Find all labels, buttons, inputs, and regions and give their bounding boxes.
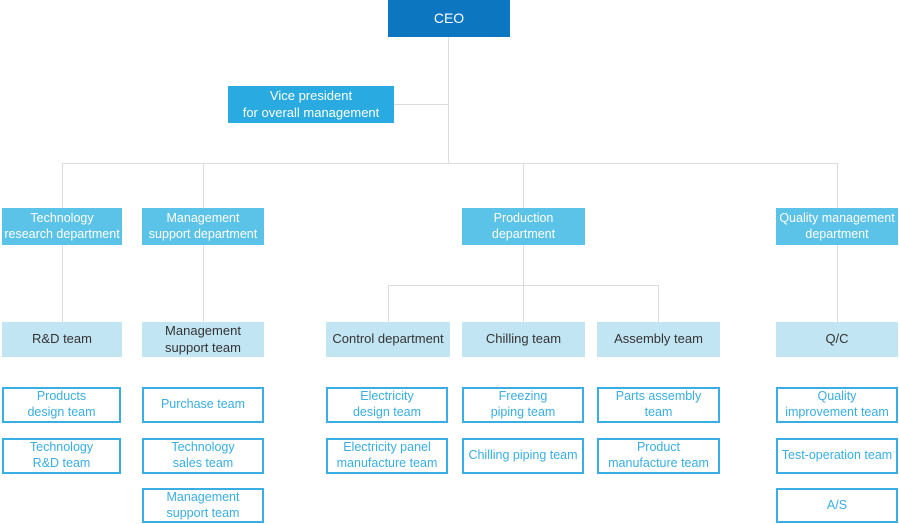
sub-product-manufacture-label: Product manufacture team bbox=[608, 440, 709, 470]
node-sub-electricity-design: Electricity design team bbox=[326, 387, 448, 423]
sub-as-label: A/S bbox=[826, 497, 848, 512]
node-team-qc: Q/C bbox=[776, 322, 898, 357]
sub-products-design-label: Products design team bbox=[27, 389, 96, 419]
node-sub-freezing-piping: Freezing piping team bbox=[462, 387, 584, 423]
node-sub-chilling-piping: Chilling piping team bbox=[462, 438, 584, 474]
node-team-assembly: Assembly team bbox=[597, 322, 720, 357]
sub-quality-improvement-label: Quality improvement team bbox=[785, 389, 889, 419]
team-control-department-label: Control department bbox=[332, 331, 444, 347]
sub-test-operation-label: Test-operation team bbox=[781, 448, 893, 463]
node-dept-management-support: Management support department bbox=[142, 208, 264, 245]
connector-assembly-stub bbox=[658, 285, 659, 322]
node-sub-test-operation: Test-operation team bbox=[776, 438, 898, 474]
connector-main-horizontal bbox=[62, 163, 837, 164]
node-dept-technology-research: Technology research department bbox=[2, 208, 122, 245]
vice-president-label: Vice president for overall management bbox=[242, 88, 380, 120]
connector-dept4-down bbox=[837, 245, 838, 322]
node-dept-quality-management: Quality management department bbox=[776, 208, 898, 245]
node-dept-production: Production department bbox=[462, 208, 585, 245]
node-sub-technology-rd: Technology R&D team bbox=[2, 438, 121, 474]
dept-management-support-label: Management support department bbox=[148, 210, 258, 241]
sub-freezing-piping-label: Freezing piping team bbox=[490, 389, 556, 419]
connector-dept1-down bbox=[62, 245, 63, 322]
node-sub-electricity-panel: Electricity panel manufacture team bbox=[326, 438, 448, 474]
node-sub-quality-improvement: Quality improvement team bbox=[776, 387, 898, 423]
team-chilling-label: Chilling team bbox=[485, 331, 562, 347]
connector-ceo-vertical bbox=[448, 37, 449, 163]
node-sub-as: A/S bbox=[776, 488, 898, 523]
team-management-support-label: Management support team bbox=[165, 323, 241, 355]
node-team-chilling: Chilling team bbox=[462, 322, 585, 357]
connector-dept1-stub bbox=[62, 163, 63, 208]
sub-electricity-panel-label: Electricity panel manufacture team bbox=[336, 440, 438, 470]
node-sub-purchase: Purchase team bbox=[142, 387, 264, 423]
sub-purchase-label: Purchase team bbox=[160, 397, 246, 412]
sub-technology-sales-label: Technology sales team bbox=[171, 440, 235, 470]
dept-production-label: Production department bbox=[491, 210, 556, 241]
team-rd-label: R&D team bbox=[32, 331, 92, 347]
node-sub-parts-assembly: Parts assembly team bbox=[597, 387, 720, 423]
node-team-management-support: Management support team bbox=[142, 322, 264, 357]
team-qc-label: Q/C bbox=[825, 331, 849, 347]
team-assembly-label: Assembly team bbox=[614, 331, 703, 347]
connector-dept3-stub bbox=[523, 163, 524, 208]
connector-dept2-stub bbox=[203, 163, 204, 208]
ceo-label: CEO bbox=[433, 9, 465, 26]
node-team-rd: R&D team bbox=[2, 322, 122, 357]
connector-production-down bbox=[523, 245, 524, 285]
node-ceo: CEO bbox=[388, 0, 510, 37]
node-sub-products-design: Products design team bbox=[2, 387, 121, 423]
connector-dept2-down bbox=[203, 245, 204, 322]
connector-control-stub bbox=[388, 285, 389, 322]
dept-quality-management-label: Quality management department bbox=[779, 210, 895, 241]
node-team-control-department: Control department bbox=[326, 322, 450, 357]
sub-technology-rd-label: Technology R&D team bbox=[29, 440, 94, 470]
node-sub-technology-sales: Technology sales team bbox=[142, 438, 264, 474]
sub-electricity-design-label: Electricity design team bbox=[352, 389, 422, 419]
node-sub-product-manufacture: Product manufacture team bbox=[597, 438, 720, 474]
sub-parts-assembly-label: Parts assembly team bbox=[615, 389, 702, 419]
connector-vp-horizontal bbox=[394, 104, 448, 105]
sub-management-support-label: Management support team bbox=[166, 489, 240, 520]
connector-chilling-stub bbox=[523, 285, 524, 322]
node-vice-president: Vice president for overall management bbox=[228, 86, 394, 123]
sub-chilling-piping-label: Chilling piping team bbox=[468, 448, 578, 463]
dept-technology-research-label: Technology research department bbox=[4, 210, 120, 241]
node-sub-management-support: Management support team bbox=[142, 488, 264, 523]
connector-dept4-stub bbox=[837, 163, 838, 208]
